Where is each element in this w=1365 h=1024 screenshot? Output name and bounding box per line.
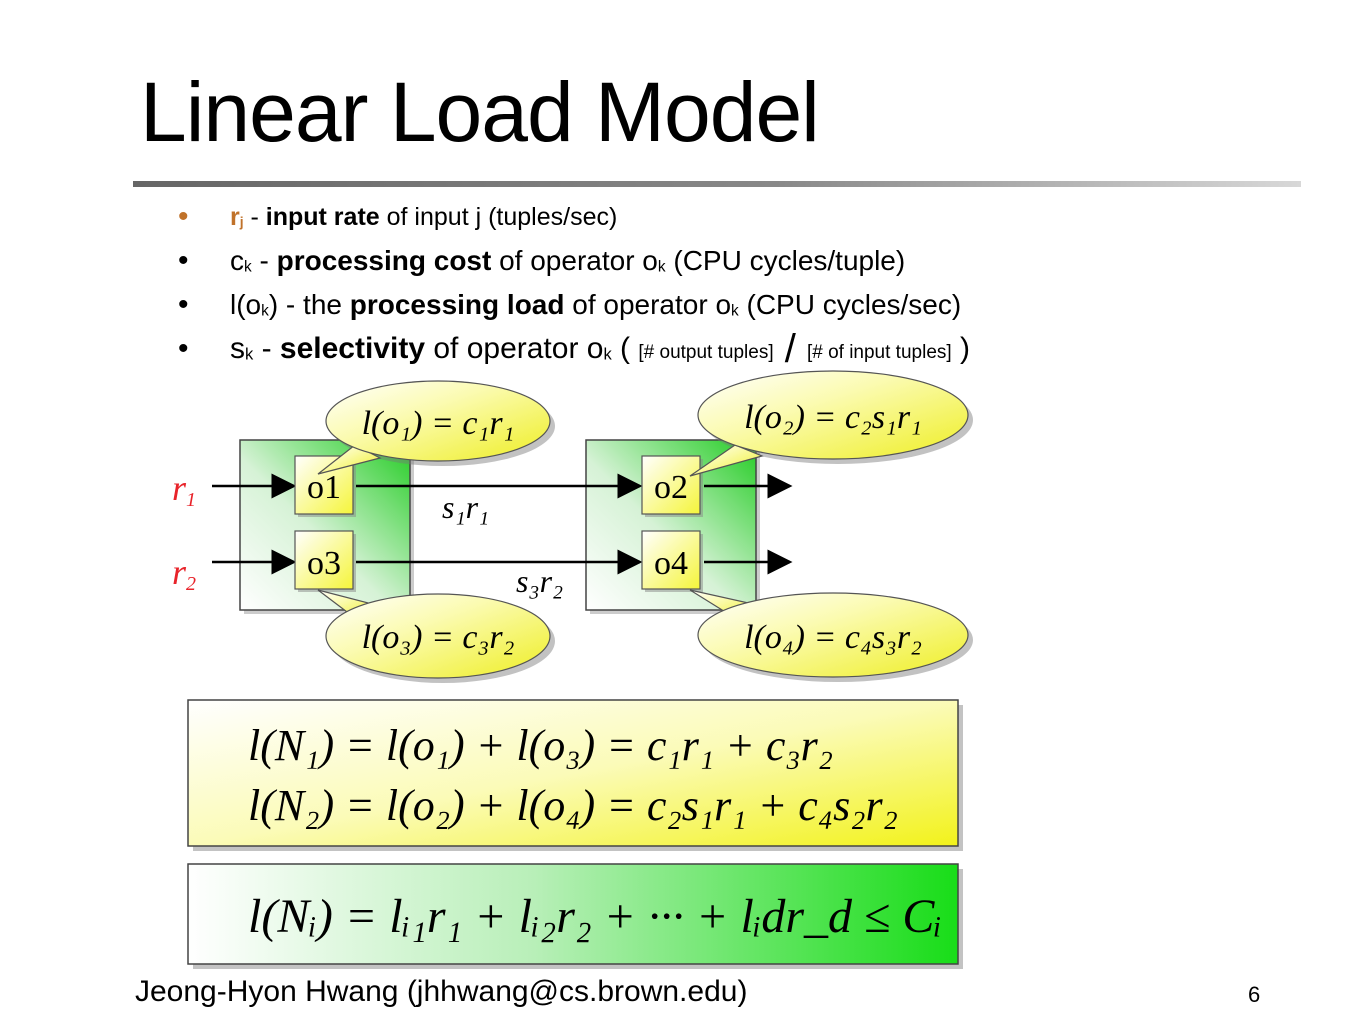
callout-o1: l(o₁) = c₁r₁ — [317, 380, 555, 475]
footer-author: Jeong-Hyon Hwang (jhhwang@cs.brown.edu) — [135, 975, 748, 1008]
desc-sub: k — [731, 302, 739, 320]
bullet-desc-end: (CPU cycles/sec) — [738, 289, 962, 320]
bullet-processing-cost: • ck - processing cost of operator ok (C… — [178, 239, 970, 283]
symbol-sub: k — [245, 345, 254, 364]
callout-o1-text: l(o₁) = c₁r₁ — [362, 405, 515, 442]
slide-title: Linear Load Model — [140, 65, 820, 159]
bullet-dot: • — [178, 244, 189, 277]
fraction-slash: / — [773, 327, 807, 371]
symbol-sub: k — [261, 302, 269, 320]
bullet-desc-end: (CPU cycles/tuple) — [665, 245, 906, 276]
bullet-dot: • — [178, 332, 189, 365]
symbol-sub: j — [239, 214, 244, 230]
symbol-sub: k — [244, 258, 252, 276]
paren-close: ) — [951, 332, 970, 365]
paren-open: ( — [611, 332, 639, 365]
desc-sub: k — [657, 258, 666, 276]
bullet-desc: of operator o — [425, 332, 604, 365]
node-load-equations: l(N₁) = l(o₁) + l(o₃) = c₁r₁ + c₃r₂ l(N₂… — [187, 699, 963, 851]
equation-n2: l(N₂) = l(o₂) + l(o₄) = c₂s₁r₁ + c₄s₂r₂ — [248, 781, 898, 830]
numerator-text: [# output tuples] — [638, 342, 774, 363]
bullet-dot: • — [178, 200, 189, 233]
bullet-desc: of operator o — [491, 245, 658, 276]
bullet-desc: of input j (tuples/sec) — [379, 203, 618, 231]
edge-label-s3r2: s₃r₂ — [516, 563, 563, 599]
desc-sub: k — [603, 345, 612, 364]
title-rule — [133, 181, 1301, 187]
symbol-close: ) — [268, 289, 279, 320]
operator-o1-label: o1 — [307, 469, 341, 506]
callout-o4-text: l(o₄) = c₄s₃r₂ — [744, 619, 922, 656]
callout-o3-text: l(o₃) = c₃r₂ — [362, 619, 515, 656]
bullet-dash: - — [253, 332, 280, 365]
symbol-s: s — [230, 332, 245, 365]
callout-o3: l(o₃) = c₃r₂ — [317, 589, 555, 683]
bullet-term: selectivity — [279, 332, 426, 365]
bullet-term: processing cost — [276, 245, 492, 276]
symbol-r: r — [230, 203, 240, 231]
callout-o4: l(o₄) = c₄s₃r₂ — [689, 589, 973, 682]
operator-o3-label: o3 — [307, 545, 341, 582]
definition-list: • rj - input rate of input j (tuples/sec… — [178, 195, 970, 375]
operator-o4: o4 — [641, 530, 703, 592]
operator-o4-label: o4 — [654, 545, 688, 582]
bullet-term: processing load — [349, 289, 565, 320]
bullet-selectivity: • sk - selectivity of operator ok ( [# o… — [178, 327, 970, 375]
bullet-dash: - the — [278, 289, 350, 320]
symbol-c: c — [230, 245, 244, 276]
bullet-dash: - — [243, 203, 266, 231]
callout-o2-text: l(o₂) = c₂s₁r₁ — [744, 399, 922, 436]
bullet-input-rate: • rj - input rate of input j (tuples/sec… — [178, 195, 970, 239]
bullet-term: input rate — [265, 203, 380, 231]
general-load-constraint: l(Nᵢ) = lᵢ₁r₁ + lᵢ₂r₂ + ··· + lᵢdr_d ≤ C… — [187, 863, 963, 969]
page-number: 6 — [1248, 982, 1261, 1007]
operator-o3: o3 — [294, 530, 356, 592]
operator-o2: o2 — [641, 455, 703, 517]
equation-n1: l(N₁) = l(o₁) + l(o₃) = c₁r₁ + c₃r₂ — [248, 721, 833, 770]
bullet-dash: - — [251, 245, 277, 276]
input-label-r1: r1 — [172, 468, 196, 511]
bullet-processing-load: • l(ok) - the processing load of operato… — [178, 283, 970, 327]
edge-label-s1r1: s₁r₁ — [442, 489, 489, 525]
bullet-desc: of operator o — [564, 289, 732, 320]
symbol-l: l(o — [230, 289, 262, 320]
callout-o2: l(o₂) = c₂s₁r₁ — [689, 370, 973, 477]
bullet-dot: • — [178, 288, 189, 321]
input-label-r2: r2 — [172, 552, 196, 595]
denominator-text: [# of input tuples] — [806, 342, 952, 363]
operator-o2-label: o2 — [654, 469, 688, 506]
equation-ni: l(Nᵢ) = lᵢ₁r₁ + lᵢ₂r₂ + ··· + lᵢdr_d ≤ C… — [248, 890, 942, 943]
